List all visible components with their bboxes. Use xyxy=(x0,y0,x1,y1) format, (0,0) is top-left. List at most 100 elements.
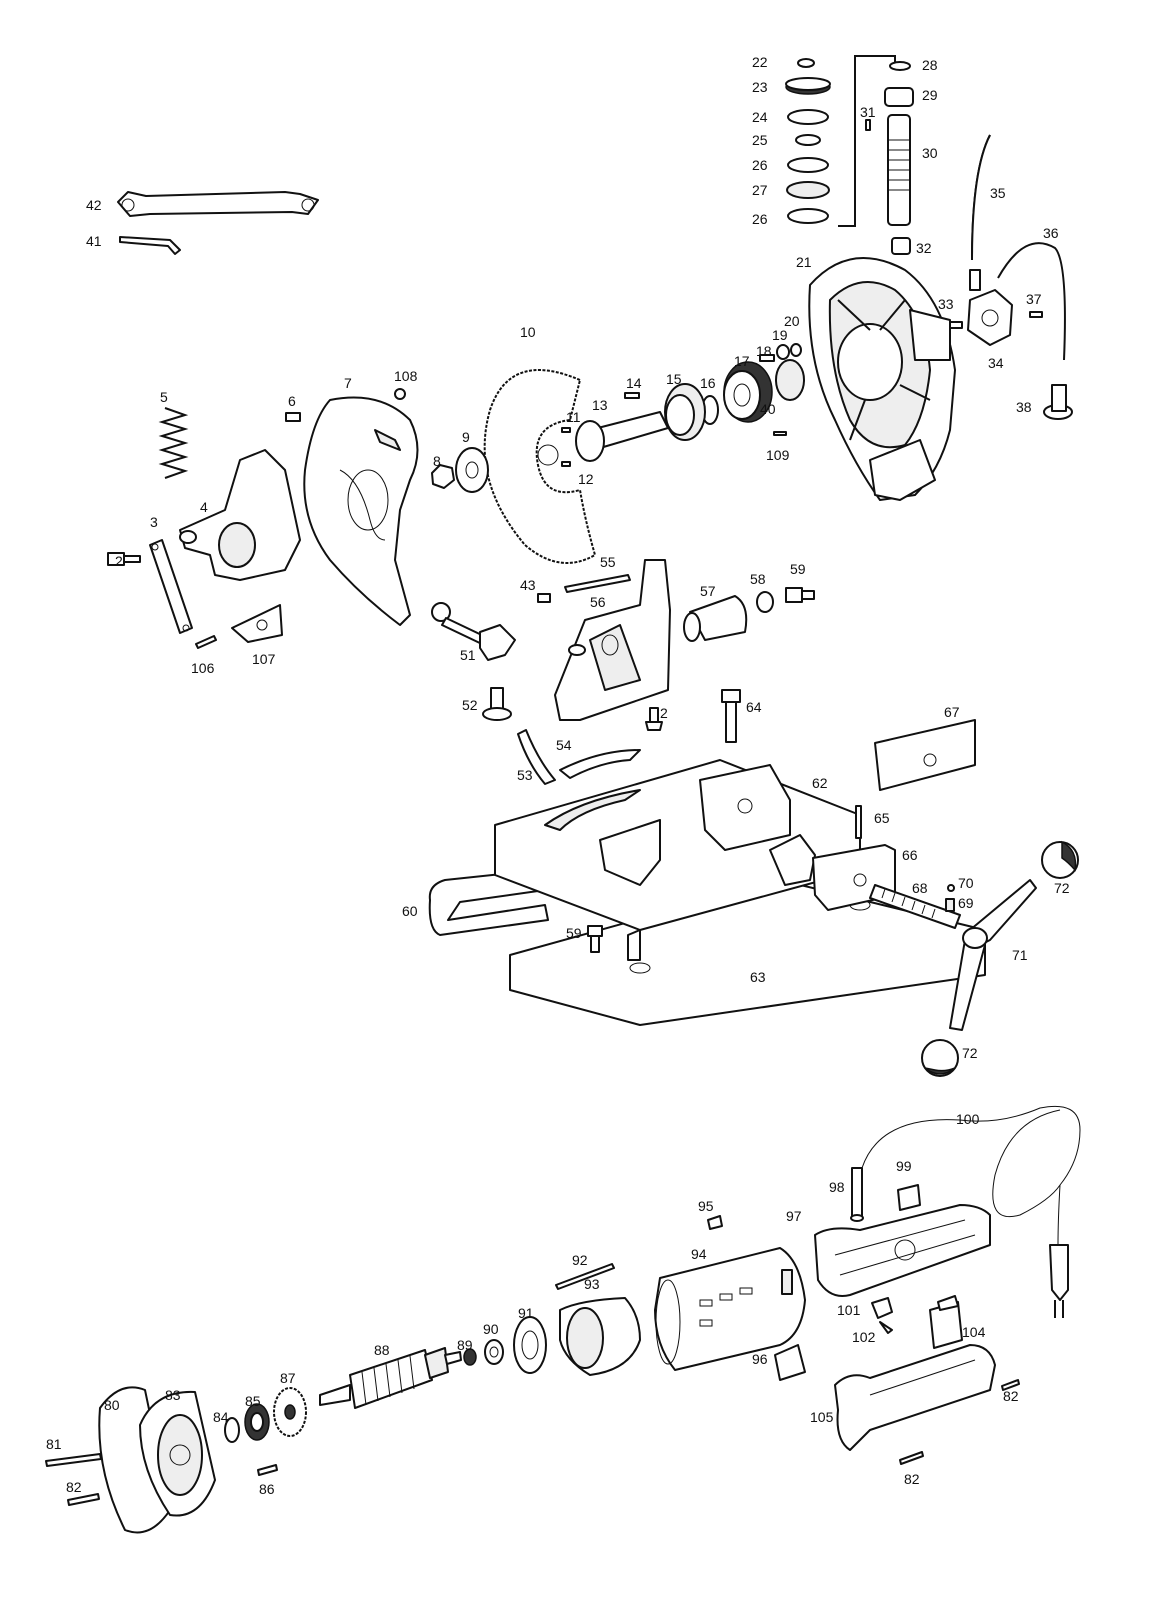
link-3 xyxy=(149,539,193,634)
part-label: 31 xyxy=(860,104,876,120)
part-label: 23 xyxy=(752,79,768,95)
pump-34 xyxy=(941,269,1043,346)
part-label: 66 xyxy=(902,847,918,863)
part-label: 90 xyxy=(483,1321,499,1337)
nut-69-70 xyxy=(945,884,955,912)
part-label: 72 xyxy=(1054,880,1070,896)
handle-105 xyxy=(834,1344,996,1451)
part-label: 82 xyxy=(904,1471,920,1487)
scale-53 xyxy=(517,729,556,785)
block-104 xyxy=(929,1295,963,1349)
part-label: 84 xyxy=(213,1409,229,1425)
part-label: 59 xyxy=(790,561,806,577)
wrench-42 xyxy=(117,191,319,217)
part-label: 4 xyxy=(200,499,208,515)
screw-43 xyxy=(537,593,551,603)
part-label: 30 xyxy=(922,145,938,161)
hex-key-41 xyxy=(119,236,181,255)
handle-97 xyxy=(814,1204,991,1297)
part-label: 22 xyxy=(752,54,768,70)
nut-8 xyxy=(431,464,455,489)
part-label: 108 xyxy=(394,368,418,384)
switch-98 xyxy=(850,1167,864,1222)
ring-84 xyxy=(224,1417,240,1443)
part-label: 86 xyxy=(259,1481,275,1497)
part-label: 80 xyxy=(104,1397,120,1413)
part-label: 51 xyxy=(460,647,476,663)
part-label: 96 xyxy=(752,1351,768,1367)
screw-106 xyxy=(195,635,217,649)
part-label: 82 xyxy=(1003,1388,1019,1404)
part-label: 81 xyxy=(46,1436,62,1452)
part-label: 62 xyxy=(812,775,828,791)
screw-68 xyxy=(869,884,961,929)
part-label: 57 xyxy=(700,583,716,599)
flange-9 xyxy=(455,447,489,493)
part-label: 94 xyxy=(691,1246,707,1262)
part-label: 16 xyxy=(700,375,716,391)
pin-92 xyxy=(555,1263,615,1290)
part-label: 53 xyxy=(517,767,533,783)
part-label: 10 xyxy=(520,324,536,340)
part-label: 41 xyxy=(86,233,102,249)
jaw-67 xyxy=(874,719,976,791)
part-label: 40 xyxy=(760,401,776,417)
part-label: 101 xyxy=(837,1302,861,1318)
washer-108 xyxy=(394,388,406,400)
part-label: 104 xyxy=(962,1324,986,1340)
part-label: 28 xyxy=(922,57,938,73)
part-label: 3 xyxy=(150,514,158,530)
part-label: 43 xyxy=(520,577,536,593)
bolt-52 xyxy=(482,687,512,721)
part-label: 56 xyxy=(590,594,606,610)
screw-82-left xyxy=(67,1493,100,1506)
screw-6 xyxy=(285,412,301,422)
hoses-35-36 xyxy=(971,134,1066,361)
part-label: 8 xyxy=(433,453,441,469)
part-label: 33 xyxy=(938,296,954,312)
gear-87 xyxy=(273,1387,307,1437)
switch-99 xyxy=(897,1184,921,1211)
part-label: 100 xyxy=(956,1111,980,1127)
screw-82-right-bottom xyxy=(899,1451,924,1465)
cover-96 xyxy=(774,1344,806,1381)
part-label: 95 xyxy=(698,1198,714,1214)
part-label: 7 xyxy=(344,375,352,391)
part-label: 9 xyxy=(462,429,470,445)
part-label: 21 xyxy=(796,254,812,270)
part-label: 26 xyxy=(752,157,768,173)
base-frame-62 xyxy=(494,749,871,974)
part-label: 68 xyxy=(912,880,928,896)
ball-72-upper xyxy=(1041,840,1079,879)
part-label: 106 xyxy=(191,660,215,676)
bolt-2-lower xyxy=(645,707,663,731)
bracket-56 xyxy=(554,559,671,721)
part-label: 98 xyxy=(829,1179,845,1195)
part-label: 69 xyxy=(958,895,974,911)
part-label: 20 xyxy=(784,313,800,329)
part-label: 37 xyxy=(1026,291,1042,307)
part-label: 58 xyxy=(750,571,766,587)
bearing-85 xyxy=(244,1403,270,1441)
part-label: 32 xyxy=(916,240,932,256)
screw-81 xyxy=(45,1453,102,1467)
part-label: 63 xyxy=(750,969,766,985)
part-label: 65 xyxy=(874,810,890,826)
part-label: 102 xyxy=(852,1329,876,1345)
bearing-89 xyxy=(463,1348,477,1366)
motor-cover-83 xyxy=(139,1390,216,1517)
brush-95 xyxy=(707,1215,723,1230)
part-label: 34 xyxy=(988,355,1004,371)
part-label: 26 xyxy=(752,211,768,227)
washer-58 xyxy=(756,591,774,613)
knob-38 xyxy=(1043,384,1073,420)
part-label: 93 xyxy=(584,1276,600,1292)
part-label: 29 xyxy=(922,87,938,103)
spring-5 xyxy=(158,407,189,479)
part-label: 87 xyxy=(280,1370,296,1386)
part-label: 15 xyxy=(666,371,682,387)
stator-93 xyxy=(559,1297,641,1376)
bolt-59-upper xyxy=(785,587,815,603)
